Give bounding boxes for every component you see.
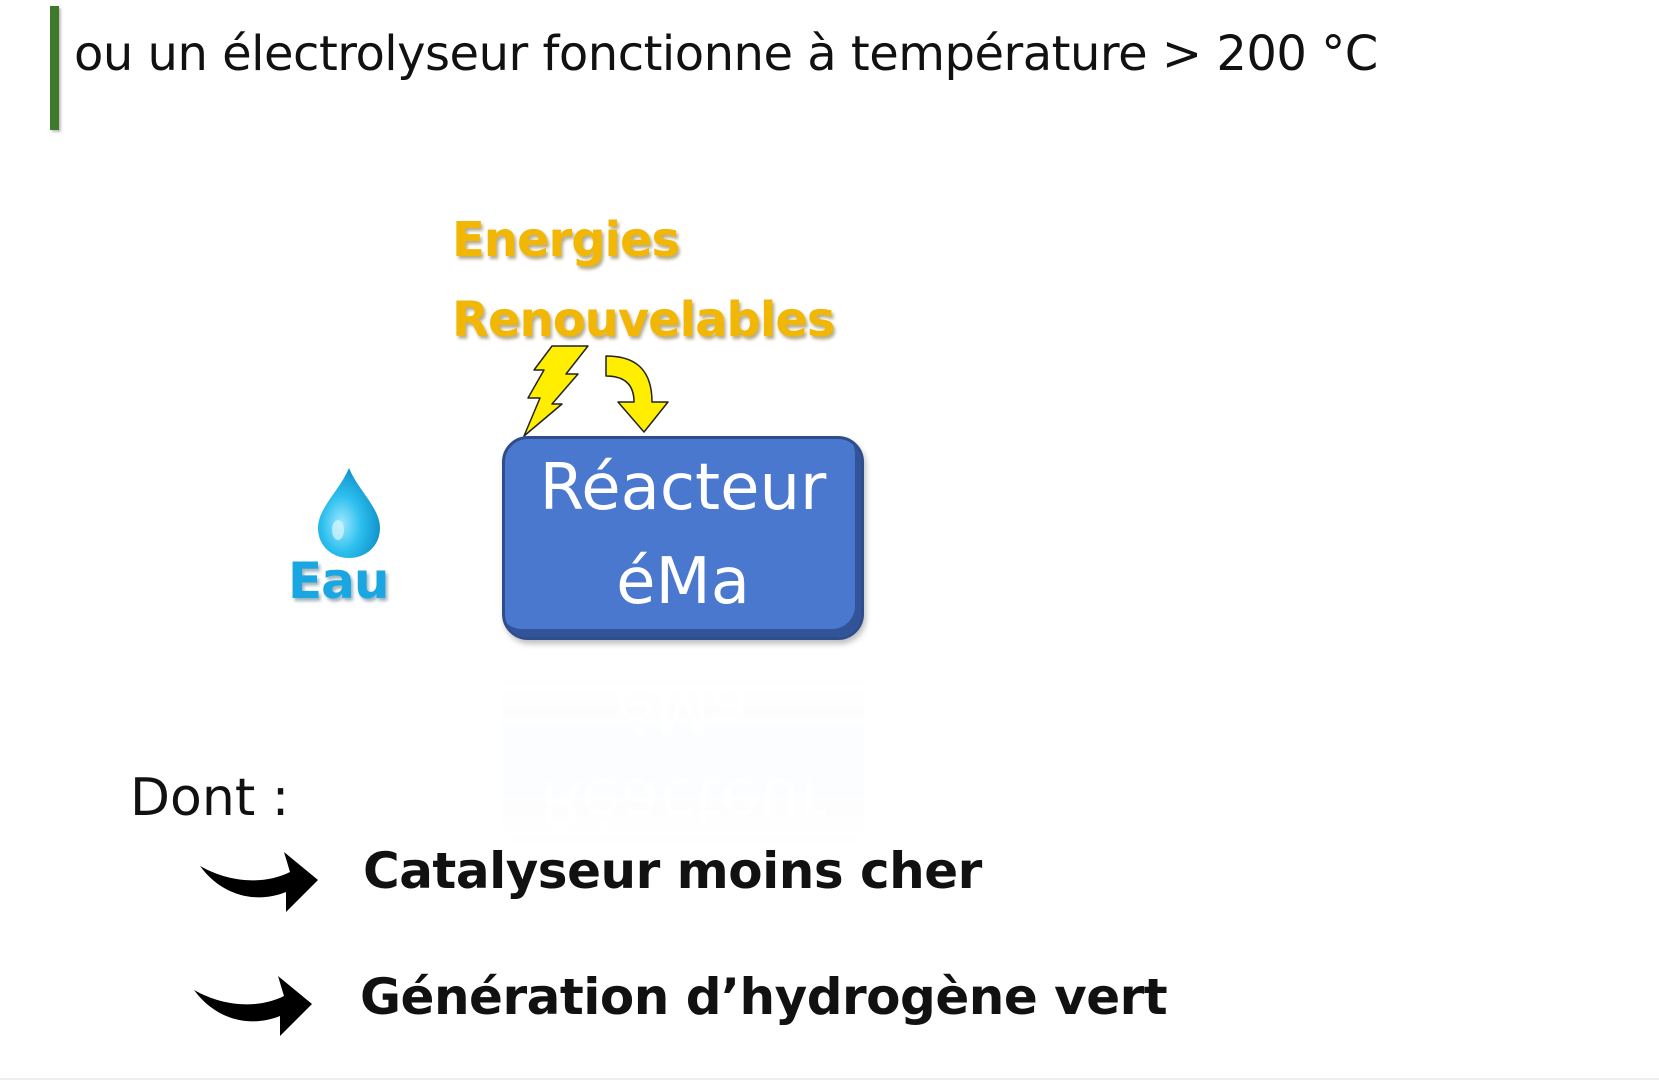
benefit-item: Génération d’hydrogène vert xyxy=(360,968,1168,1026)
swoosh-arrow-icon xyxy=(194,976,312,1036)
dont-label: Dont : xyxy=(130,768,290,828)
reflection-line1: Réacteur xyxy=(539,764,827,838)
water-label: Eau xyxy=(288,552,389,610)
curved-arrow-down-icon xyxy=(605,355,669,433)
slide-headline: ou un électrolyseur fonctionne à tempéra… xyxy=(74,26,1378,82)
energy-label: Energies Renouvelables xyxy=(452,200,835,360)
water-drop-icon xyxy=(318,468,380,558)
reflection-line2: éMa xyxy=(616,670,750,744)
energy-label-line1: Energies xyxy=(452,212,680,268)
accent-bar xyxy=(50,6,59,130)
reactor-reflection: Réacteur éMa xyxy=(502,644,864,848)
reactor-box: Réacteur éMa xyxy=(502,436,864,640)
benefit-item: Catalyseur moins cher xyxy=(363,842,982,900)
swoosh-arrow-icon xyxy=(200,852,318,912)
reactor-label-line1: Réacteur xyxy=(539,451,827,525)
energy-label-line2: Renouvelables xyxy=(452,292,835,348)
reactor-label-line2: éMa xyxy=(616,545,750,619)
bottom-divider xyxy=(0,1078,1659,1080)
